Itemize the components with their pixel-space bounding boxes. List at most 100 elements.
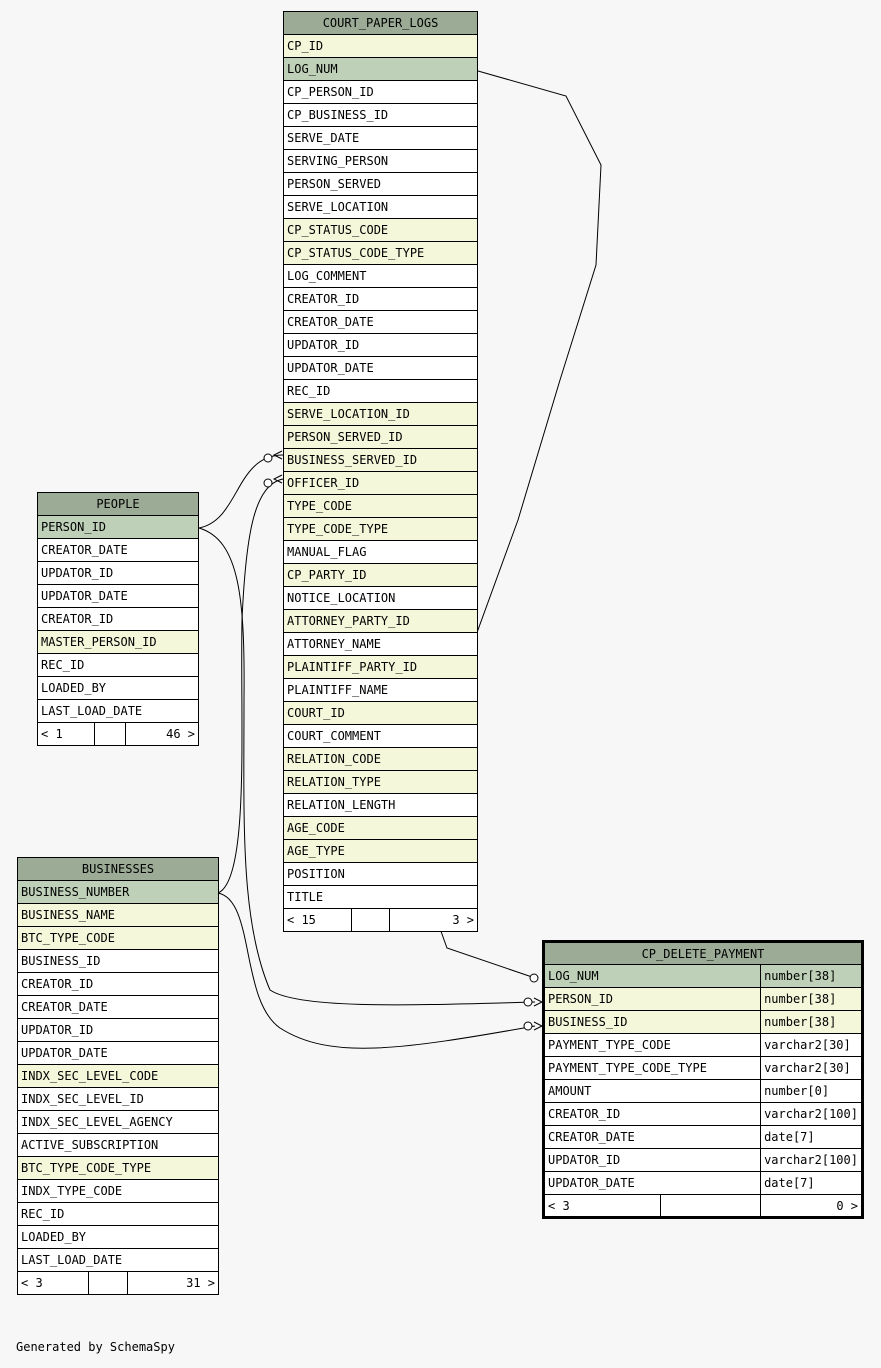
column-row[interactable]: MANUAL_FLAG (283, 540, 478, 564)
column-type: date[7] (760, 1125, 863, 1149)
column-row[interactable]: PLAINTIFF_NAME (283, 678, 478, 702)
column-name: CP_STATUS_CODE (283, 218, 478, 242)
column-row[interactable]: NOTICE_LOCATION (283, 586, 478, 610)
column-row[interactable]: SERVE_LOCATION (283, 195, 478, 219)
column-row[interactable]: POSITION (283, 862, 478, 886)
column-row[interactable]: MASTER_PERSON_ID (37, 630, 199, 654)
child-count[interactable]: 31 > (127, 1271, 219, 1295)
column-row[interactable]: SERVING_PERSON (283, 149, 478, 173)
column-row[interactable]: OFFICER_ID (283, 471, 478, 495)
column-row[interactable]: INDX_TYPE_CODE (17, 1179, 219, 1203)
column-row[interactable]: CREATOR_ID (17, 972, 219, 996)
column-row[interactable]: REC_ID (283, 379, 478, 403)
column-row[interactable]: ACTIVE_SUBSCRIPTION (17, 1133, 219, 1157)
crow-foot (272, 450, 283, 460)
column-row[interactable]: RELATION_TYPE (283, 770, 478, 794)
column-row[interactable]: BUSINESS_NUMBER (17, 880, 219, 904)
column-row[interactable]: UPDATOR_DATE (283, 356, 478, 380)
column-row[interactable]: PERSON_SERVED (283, 172, 478, 196)
column-row[interactable]: TYPE_CODE_TYPE (283, 517, 478, 541)
column-row[interactable]: CP_ID (283, 34, 478, 58)
column-row[interactable]: INDX_SEC_LEVEL_AGENCY (17, 1110, 219, 1134)
column-row[interactable]: BUSINESS_NAME (17, 903, 219, 927)
column-row[interactable]: LOG_COMMENT (283, 264, 478, 288)
column-row[interactable]: RELATION_LENGTH (283, 793, 478, 817)
parent-count[interactable]: < 3 (543, 1194, 661, 1218)
column-row[interactable]: REC_ID (37, 653, 199, 677)
table-title[interactable]: CP_DELETE_PAYMENT (543, 941, 863, 965)
column-row[interactable]: UPDATOR_DATE (17, 1041, 219, 1065)
column-name: AMOUNT (542, 1079, 762, 1103)
parent-count[interactable]: < 15 (283, 908, 352, 932)
column-row[interactable]: CREATOR_DATE (37, 538, 199, 562)
column-row[interactable]: AGE_CODE (283, 816, 478, 840)
column-row[interactable]: AGE_TYPE (283, 839, 478, 863)
column-row[interactable]: PERSON_SERVED_ID (283, 425, 478, 449)
column-row[interactable]: CP_PARTY_ID (283, 563, 478, 587)
column-row[interactable]: CREATOR_ID (37, 607, 199, 631)
column-row[interactable]: BUSINESS_ID (17, 949, 219, 973)
parent-count[interactable]: < 3 (17, 1271, 89, 1295)
column-row[interactable]: CP_STATUS_CODE (283, 218, 478, 242)
table-title[interactable]: PEOPLE (37, 492, 199, 516)
column-row[interactable]: SERVE_LOCATION_ID (283, 402, 478, 426)
column-row[interactable]: CREATOR_DATE (17, 995, 219, 1019)
column-row[interactable]: LOG_NUM (283, 57, 478, 81)
column-row[interactable]: PLAINTIFF_PARTY_ID (283, 655, 478, 679)
column-row[interactable]: BTC_TYPE_CODE_TYPE (17, 1156, 219, 1180)
column-row[interactable]: ATTORNEY_PARTY_ID (283, 609, 478, 633)
column-type: varchar2[30] (760, 1033, 863, 1057)
column-name: NOTICE_LOCATION (283, 586, 478, 610)
column-row[interactable]: LOADED_BY (37, 676, 199, 700)
column-row[interactable]: CP_STATUS_CODE_TYPE (283, 241, 478, 265)
child-count[interactable]: 3 > (389, 908, 478, 932)
table-title[interactable]: COURT_PAPER_LOGS (283, 11, 478, 35)
column-row[interactable]: CREATOR_DATE (283, 310, 478, 334)
column-row[interactable]: CREATOR_ID (283, 287, 478, 311)
column-row[interactable]: BTC_TYPE_CODE (17, 926, 219, 950)
column-row[interactable]: CP_BUSINESS_ID (283, 103, 478, 127)
column-row[interactable]: COURT_COMMENT (283, 724, 478, 748)
column-row[interactable]: TYPE_CODE (283, 494, 478, 518)
table-title[interactable]: BUSINESSES (17, 857, 219, 881)
column-row[interactable]: LAST_LOAD_DATE (37, 699, 199, 723)
column-row[interactable]: COURT_ID (283, 701, 478, 725)
column-row[interactable]: UPDATOR_DATE (37, 584, 199, 608)
column-type: number[38] (760, 1010, 863, 1034)
column-row[interactable]: REC_ID (17, 1202, 219, 1226)
parent-count[interactable]: < 1 (37, 722, 95, 746)
column-row[interactable]: TITLE (283, 885, 478, 909)
column-row[interactable]: SERVE_DATE (283, 126, 478, 150)
column-name: CREATOR_ID (17, 972, 219, 996)
child-count[interactable]: 46 > (125, 722, 199, 746)
column-row[interactable]: LAST_LOAD_DATE (17, 1248, 219, 1272)
child-count[interactable]: 0 > (760, 1194, 863, 1218)
column-row[interactable]: ATTORNEY_NAME (283, 632, 478, 656)
column-row[interactable]: UPDATOR_ID (17, 1018, 219, 1042)
column-row[interactable]: UPDATOR_ID (283, 333, 478, 357)
column-row[interactable]: INDX_SEC_LEVEL_ID (17, 1087, 219, 1111)
column-row[interactable]: PERSON_ID (37, 515, 199, 539)
column-row[interactable]: RELATION_CODE (283, 747, 478, 771)
column-row[interactable]: LOADED_BY (17, 1225, 219, 1249)
column-name: TYPE_CODE_TYPE (283, 517, 478, 541)
column-row[interactable]: BUSINESS_SERVED_ID (283, 448, 478, 472)
column-row[interactable]: CP_PERSON_ID (283, 80, 478, 104)
column-row[interactable]: UPDATOR_ID (37, 561, 199, 585)
column-row[interactable]: INDX_SEC_LEVEL_CODE (17, 1064, 219, 1088)
